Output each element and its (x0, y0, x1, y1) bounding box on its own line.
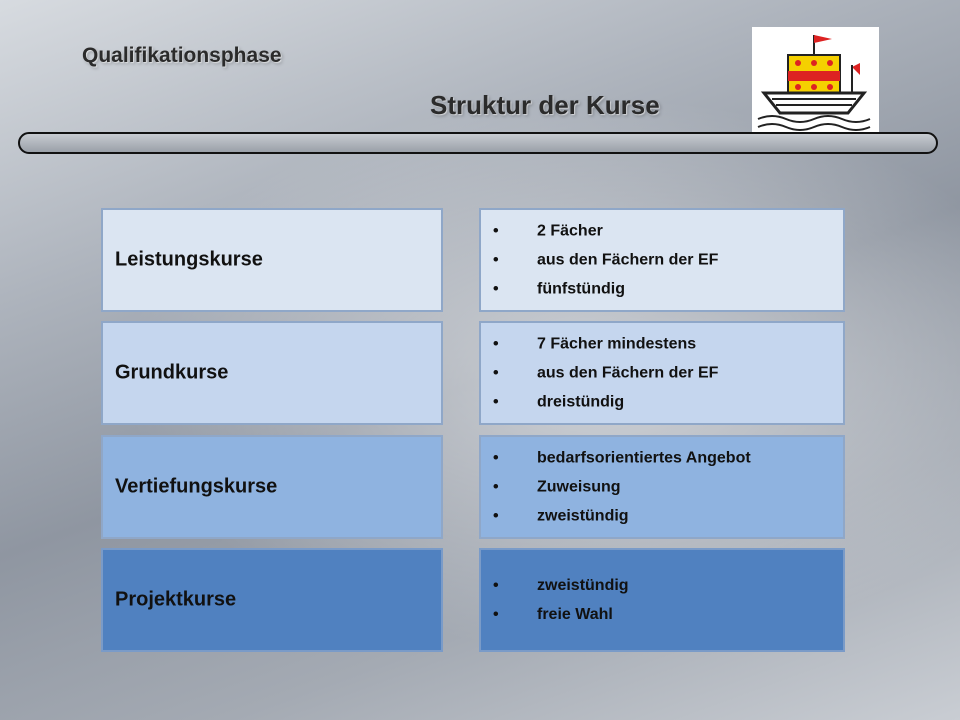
course-details-list: 2 Fächer aus den Fächern der EF fünfstün… (493, 217, 718, 304)
title-divider-bar (18, 132, 938, 154)
course-type-label: Grundkurse (115, 361, 229, 384)
course-details-list: 7 Fächer mindestens aus den Fächern der … (493, 330, 718, 417)
course-type-label: Vertiefungskurse (115, 475, 278, 498)
course-details-list: bedarfsorientiertes Angebot Zuweisung zw… (493, 444, 751, 531)
list-item: Zuweisung (493, 473, 751, 502)
list-item: aus den Fächern der EF (493, 359, 718, 388)
slide-subtitle: Qualifikationsphase (82, 44, 282, 67)
course-details-box-leistungskurse: 2 Fächer aus den Fächern der EF fünfstün… (479, 208, 845, 312)
list-item: zweistündig (493, 502, 751, 531)
course-details-box-grundkurse: 7 Fächer mindestens aus den Fächern der … (479, 321, 845, 425)
course-details-box-vertiefungskurse: bedarfsorientiertes Angebot Zuweisung zw… (479, 435, 845, 539)
course-details-box-projektkurse: zweistündig freie Wahl (479, 548, 845, 652)
list-item: aus den Fächern der EF (493, 246, 718, 275)
course-type-box-projektkurse: Projektkurse (101, 548, 443, 652)
course-type-label: Projektkurse (115, 588, 237, 611)
list-item: freie Wahl (493, 600, 629, 629)
slide-title: Struktur der Kurse (430, 90, 660, 120)
course-type-box-vertiefungskurse: Vertiefungskurse (101, 435, 443, 539)
course-type-box-leistungskurse: Leistungskurse (101, 208, 443, 312)
course-type-label: Leistungskurse (115, 248, 263, 271)
course-details-list: zweistündig freie Wahl (493, 571, 629, 629)
list-item: 7 Fächer mindestens (493, 330, 718, 359)
list-item: dreistündig (493, 388, 718, 417)
list-item: zweistündig (493, 571, 629, 600)
list-item: bedarfsorientiertes Angebot (493, 444, 751, 473)
list-item: 2 Fächer (493, 217, 718, 246)
ship-logo-icon (752, 27, 879, 132)
course-type-box-grundkurse: Grundkurse (101, 321, 443, 425)
list-item: fünfstündig (493, 275, 718, 304)
